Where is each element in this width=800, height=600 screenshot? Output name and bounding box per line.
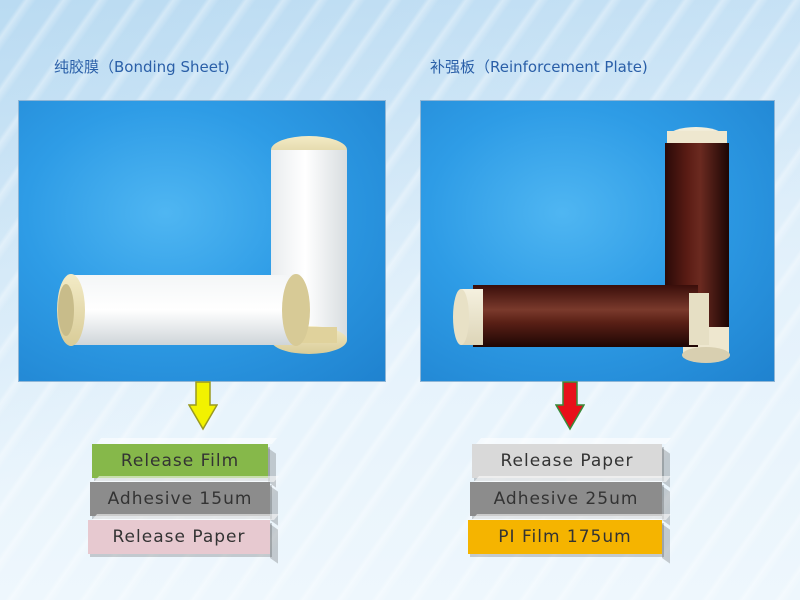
- release-film-layer: Release Film: [92, 444, 268, 478]
- layer-label: Release Paper: [500, 451, 634, 471]
- bonding-sheet-photo: [18, 100, 386, 382]
- release-paper-layer: Release Paper: [88, 520, 270, 554]
- down-arrow-icon: [555, 381, 585, 431]
- layer-label: PI Film 175um: [498, 527, 632, 547]
- layer-label: Release Film: [120, 451, 240, 471]
- down-arrow-icon: [188, 381, 218, 431]
- brown-rolls-image: [453, 127, 730, 363]
- bonding-sheet-title: 纯胶膜（Bonding Sheet): [54, 58, 230, 76]
- reinforcement-plate-photo: [420, 100, 775, 382]
- reinforcement-plate-title: 补强板（Reinforcement Plate): [430, 58, 648, 76]
- layer-label: Adhesive 15um: [107, 489, 253, 509]
- white-rolls-image: [57, 136, 347, 354]
- layer-label: Release Paper: [112, 527, 246, 547]
- release-paper-layer: Release Paper: [472, 444, 662, 478]
- adhesive-layer: Adhesive 25um: [470, 482, 662, 516]
- pi-film-layer: PI Film 175um: [468, 520, 662, 554]
- adhesive-layer: Adhesive 15um: [90, 482, 270, 516]
- layer-label: Adhesive 25um: [493, 489, 639, 509]
